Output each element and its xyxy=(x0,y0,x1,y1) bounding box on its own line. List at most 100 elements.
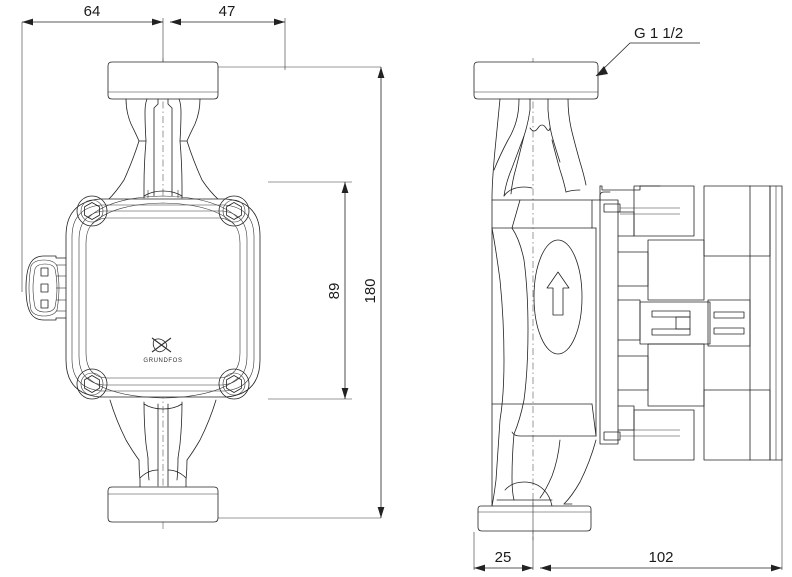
side-bottom-neck xyxy=(477,419,597,532)
terminal-block xyxy=(639,299,751,347)
electrical-connector xyxy=(25,255,67,321)
arrow-bot-89 xyxy=(341,388,349,399)
bot-flare-right xyxy=(186,399,217,461)
dim-label-47: 47 xyxy=(219,3,236,20)
arrow-left-47 xyxy=(170,18,181,26)
hex-head-tl xyxy=(84,202,100,220)
bot-inner-left xyxy=(143,401,149,459)
dim-label-89: 89 xyxy=(326,283,343,300)
terminal-housing xyxy=(639,301,711,345)
housing-bottom-band xyxy=(87,377,239,399)
neck-flare-right xyxy=(186,140,220,201)
side-neck-foot-left xyxy=(503,186,533,197)
callout-arrow xyxy=(596,66,608,76)
side-bottom-flange-body xyxy=(477,505,592,532)
terminal-blade-1 xyxy=(651,310,691,318)
motor-cap-bottom xyxy=(633,409,695,461)
terminal-contact-1 xyxy=(713,311,745,319)
dim-47 xyxy=(170,18,286,70)
thread-callout xyxy=(595,42,700,77)
arrow-right-25 xyxy=(522,564,533,572)
dim-label-64: 64 xyxy=(84,3,101,20)
motor-step-3 xyxy=(617,299,641,341)
bot-skirt-right xyxy=(185,459,188,488)
thread-callout-label: G 1 1/2 xyxy=(634,25,683,42)
dim-64 xyxy=(21,18,164,292)
neck-flare-left xyxy=(107,140,140,201)
motor-body-lower xyxy=(647,343,705,407)
front-view: GRUNDFOS xyxy=(25,58,261,532)
side-inner-left xyxy=(503,98,531,197)
side-housing xyxy=(491,191,611,437)
arrow-top-89 xyxy=(341,182,349,193)
logo-mark-cross xyxy=(151,337,172,353)
side-top-flange-body xyxy=(473,61,599,100)
boss-circle-br xyxy=(218,368,250,400)
motor-body-upper xyxy=(647,239,705,301)
motor-step-1 xyxy=(617,211,635,237)
bot-inner-right xyxy=(177,401,183,459)
flow-arrow-icon xyxy=(546,271,570,316)
bot-skirt-left xyxy=(138,459,141,488)
dim-25 xyxy=(473,500,534,572)
side-motor-block xyxy=(599,185,783,461)
side-bot-taper-left xyxy=(539,439,561,499)
arrow-left-25 xyxy=(474,564,485,572)
dim-label-102: 102 xyxy=(648,549,673,566)
motor-step-5 xyxy=(617,405,635,431)
housing-bottom-edge xyxy=(511,431,597,437)
terminal-blade-2 xyxy=(651,328,691,336)
connector-pin-3 xyxy=(40,299,49,309)
arrow-right-64 xyxy=(152,18,163,26)
neck-inner-left xyxy=(143,140,147,199)
bot-neck-arc xyxy=(143,403,183,410)
neck-rib-left xyxy=(125,98,148,142)
side-top-neck xyxy=(491,98,587,521)
connector-ring-1 xyxy=(28,259,60,317)
arrow-left-102 xyxy=(540,564,551,572)
dim-102 xyxy=(540,460,783,572)
housing-left-curve xyxy=(491,227,505,421)
motor-top-shoulder xyxy=(599,185,661,191)
connector-ring-2 xyxy=(32,263,58,313)
dim-label-25: 25 xyxy=(495,549,512,566)
motor-step-2 xyxy=(617,251,649,287)
neck-center-left xyxy=(153,98,159,197)
motor-flange-col xyxy=(599,199,619,445)
bot-rib-right xyxy=(176,457,179,481)
terminal-center-tab xyxy=(675,316,691,330)
bottom-flange-body xyxy=(107,486,219,523)
hex-head-tr xyxy=(226,202,242,220)
logo-mark-outer xyxy=(152,338,168,353)
bolt-boss-top-right xyxy=(218,195,250,227)
side-bot-taper-right xyxy=(563,439,597,505)
housing-diag-1 xyxy=(511,199,521,229)
side-top-flange xyxy=(473,61,599,100)
side-throat-left xyxy=(510,135,525,195)
fastener-bottom xyxy=(603,431,621,441)
neck-center-right xyxy=(167,98,173,197)
motor-cap-top xyxy=(633,185,695,237)
neck-bottom-arc xyxy=(143,190,183,197)
side-throat-right xyxy=(551,139,567,193)
connector-pin-1 xyxy=(40,267,49,277)
grundfos-wordmark: GRUNDFOS xyxy=(143,358,182,364)
boss-ring-tl xyxy=(80,199,104,223)
side-rib-right xyxy=(567,98,587,186)
arrow-right-47 xyxy=(274,18,285,26)
housing-top-edge xyxy=(491,191,611,201)
side-bot-inner-left xyxy=(511,433,515,501)
side-rib-left xyxy=(493,98,520,171)
housing-top-band xyxy=(87,195,239,219)
fastener-top xyxy=(603,203,621,213)
boss-circle-tl xyxy=(76,195,108,227)
side-body-left-edge xyxy=(491,98,501,521)
arrow-right-102 xyxy=(771,564,782,572)
arrow-bot-180 xyxy=(377,507,385,518)
boss-ring-tr xyxy=(222,199,246,223)
flow-arrow-badge xyxy=(533,239,583,355)
callout-leader-line xyxy=(595,42,700,77)
boss-ring-bl xyxy=(80,372,104,396)
